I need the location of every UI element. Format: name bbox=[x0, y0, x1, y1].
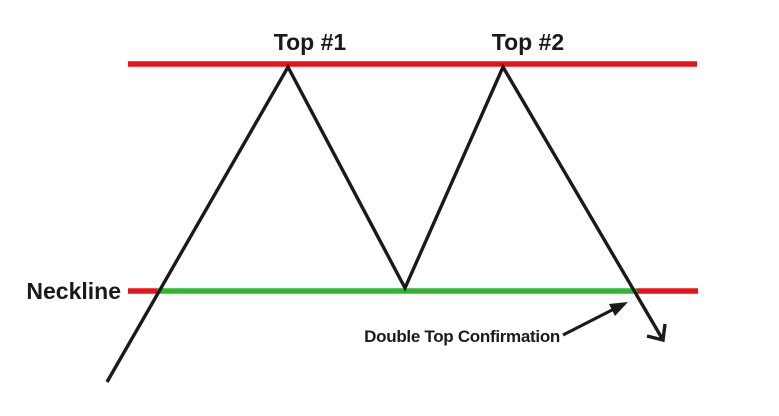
price-line bbox=[105, 63, 665, 383]
price-breakdown-arrow-icon bbox=[646, 323, 667, 343]
confirmation-label: Double Top Confirmation bbox=[364, 327, 560, 346]
top1-label: Top #1 bbox=[274, 29, 347, 55]
confirmation-arrow bbox=[562, 307, 615, 337]
neckline-label: Neckline bbox=[26, 278, 121, 304]
top2-label: Top #2 bbox=[492, 29, 564, 55]
confirmation-arrowhead-icon bbox=[609, 302, 628, 316]
